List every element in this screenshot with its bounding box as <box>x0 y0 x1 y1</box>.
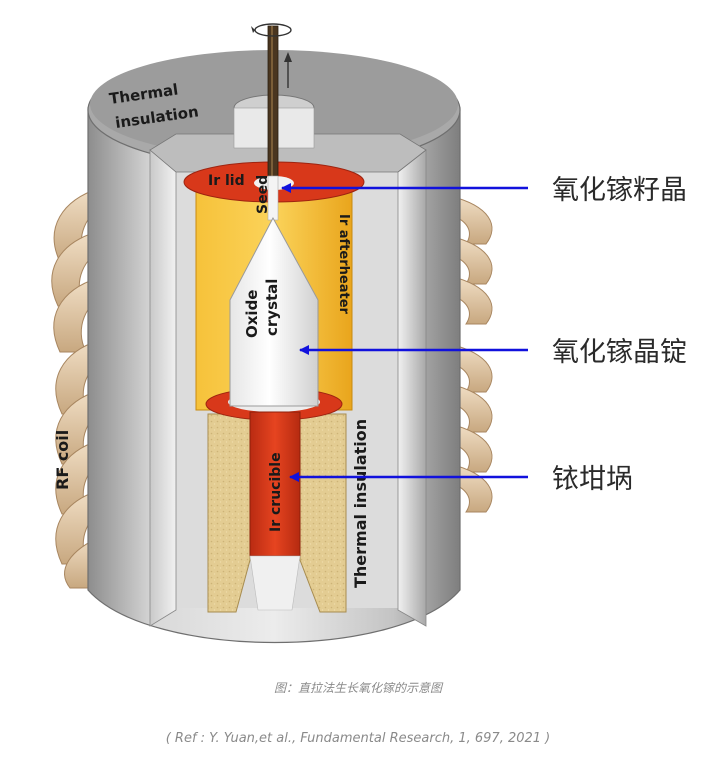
figure-caption: 图：直拉法生长氧化镓的示意图 <box>273 681 442 695</box>
label-rf-coil: RF coil <box>53 430 72 490</box>
label-ir-afterheater: Ir afterheater <box>336 214 351 315</box>
label-seed: Seed <box>255 175 271 214</box>
label-oxide-line2: crystal <box>263 279 281 336</box>
callout-label-seed: 氧化镓籽晶 <box>552 175 687 206</box>
oxide-crystal <box>229 216 319 407</box>
label-ir-lid: Ir lid <box>208 173 245 189</box>
label-ir-crucible: Ir crucible <box>268 452 284 532</box>
label-thermal-insulation-side: Thermal insulation <box>351 419 370 588</box>
figure-reference: ( Ref : Y. Yuan,et al., Fundamental Rese… <box>165 731 551 746</box>
rotation-icon <box>251 23 292 88</box>
label-oxide-line1: Oxide <box>243 290 261 338</box>
callout-label-crucible: 铱坩埚 <box>552 464 633 495</box>
callout-label-crystal: 氧化镓晶锭 <box>552 337 687 368</box>
ceramic-insulation-left <box>207 413 251 613</box>
czochralski-diagram: Thermal insulation Ir lid Seed Oxide cry… <box>51 23 687 643</box>
